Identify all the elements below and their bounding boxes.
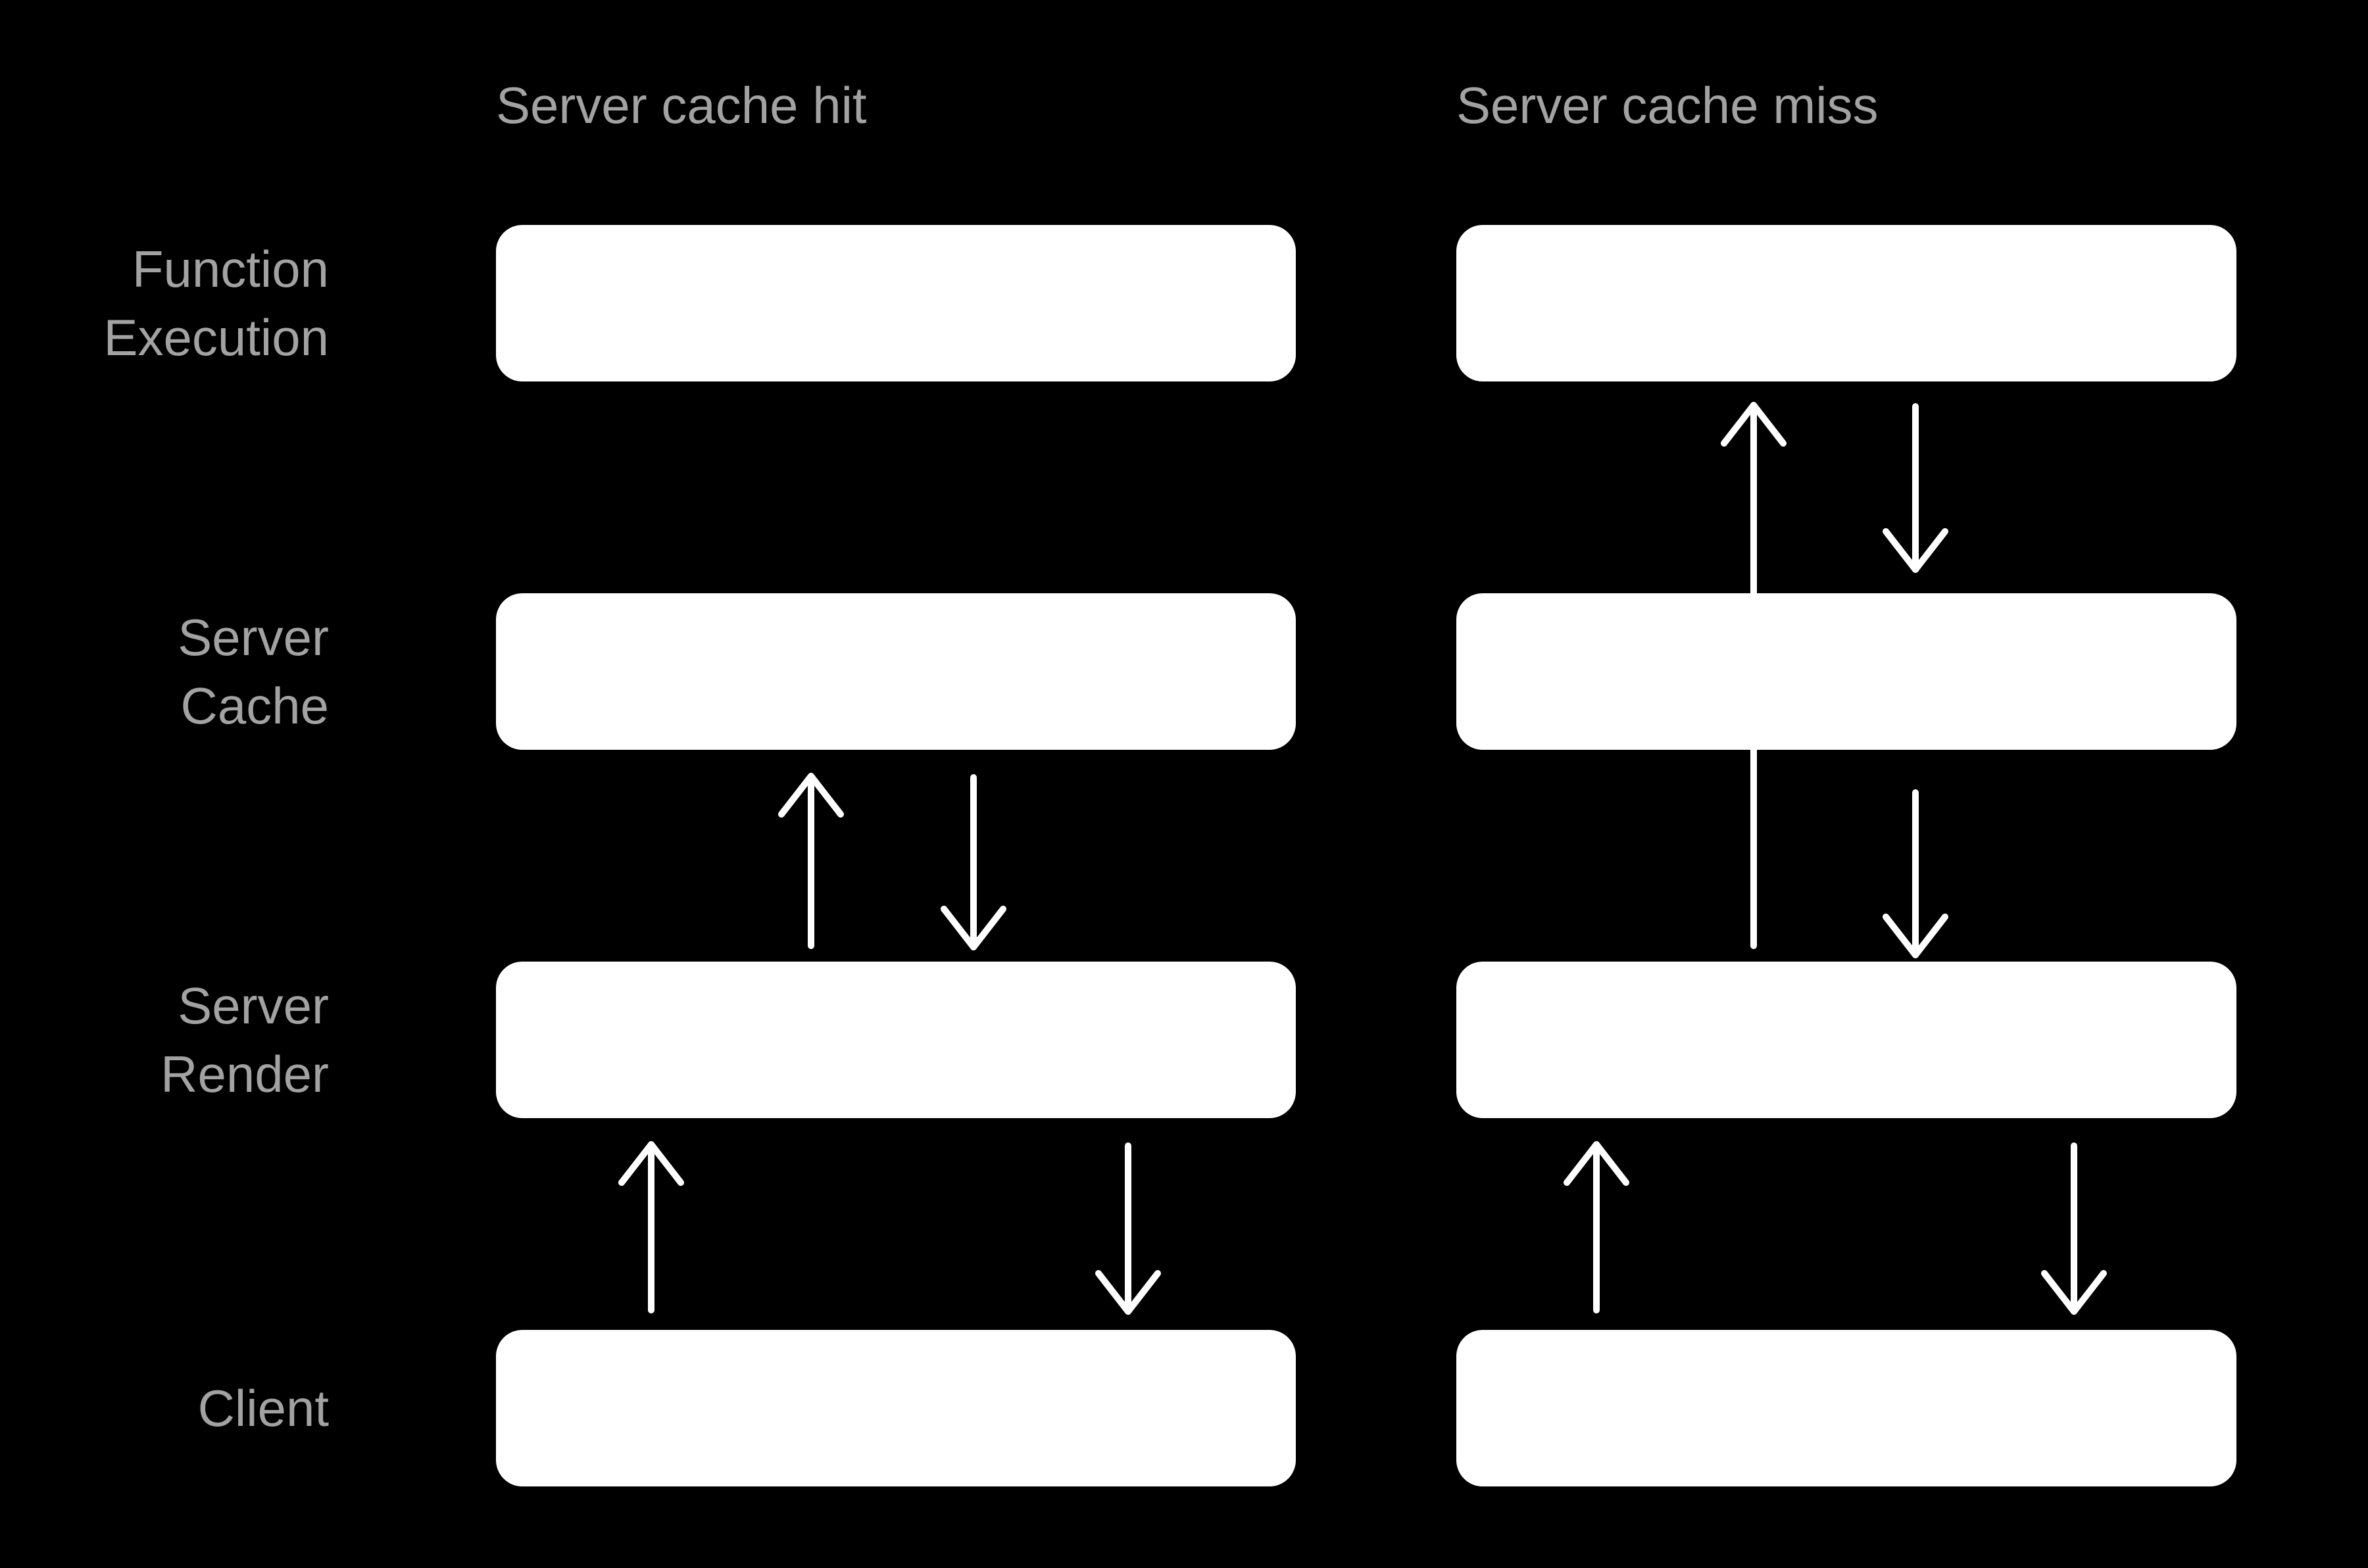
- arrow-miss-client-to-render: [1564, 1141, 1629, 1313]
- box-hit-function-execution: [496, 225, 1296, 381]
- row-label-line: Client: [197, 1379, 329, 1437]
- row-label-line: Cache: [180, 677, 329, 735]
- box-miss-client: [1456, 1330, 2236, 1486]
- box-hit-client: [496, 1330, 1296, 1486]
- row-label-function-execution: Function Execution: [39, 225, 329, 381]
- column-header-server-cache-hit: Server cache hit: [496, 76, 867, 134]
- row-label-line: Execution: [103, 308, 329, 366]
- row-label-line: Render: [160, 1045, 329, 1103]
- arrow-miss-render-to-client: [2041, 1142, 2107, 1315]
- row-label-server-cache: Server Cache: [39, 593, 329, 750]
- box-miss-server-render: [1456, 962, 2236, 1118]
- row-label-line: Function: [132, 240, 329, 298]
- box-hit-server-render: [496, 962, 1296, 1118]
- box-miss-function-execution: [1456, 225, 2236, 381]
- box-hit-server-cache: [496, 593, 1296, 750]
- arrow-miss-cache-to-render: [1883, 789, 1948, 958]
- arrow-hit-render-to-client: [1095, 1142, 1161, 1315]
- row-label-line: Server: [178, 608, 329, 666]
- column-header-server-cache-miss: Server cache miss: [1456, 76, 1879, 134]
- row-label-line: Server: [178, 977, 329, 1035]
- arrow-miss-function-to-cache: [1883, 403, 1948, 573]
- arrow-hit-cache-to-render: [941, 774, 1006, 950]
- arrow-hit-render-to-cache: [778, 773, 844, 949]
- box-miss-server-cache: [1456, 593, 2236, 750]
- row-label-server-render: Server Render: [39, 962, 329, 1118]
- row-label-client: Client: [39, 1330, 329, 1486]
- arrow-hit-client-to-render: [618, 1141, 684, 1313]
